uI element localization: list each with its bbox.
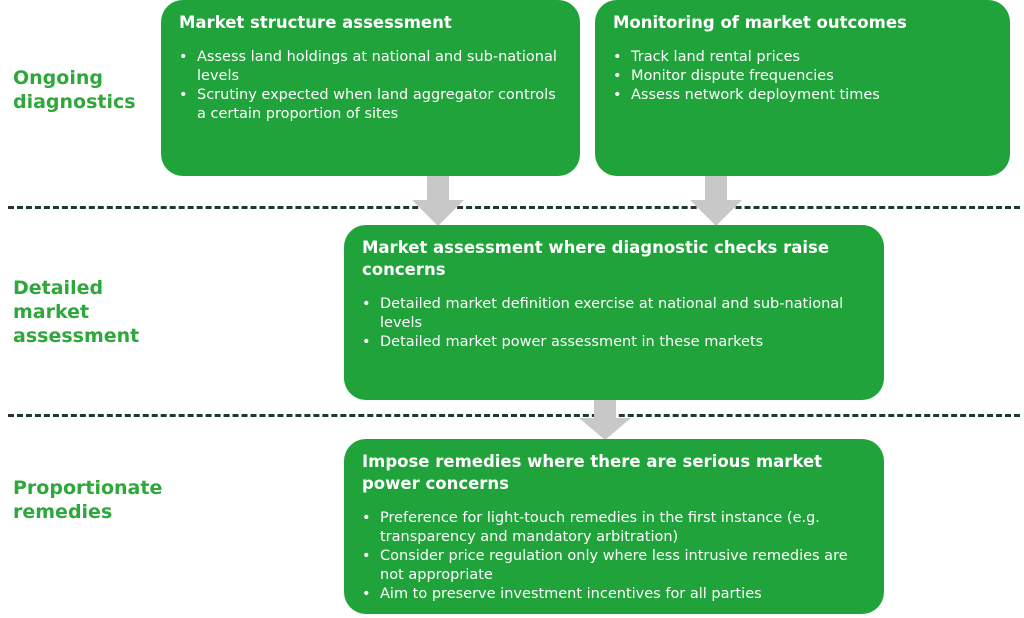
box-title: Monitoring of market outcomes bbox=[613, 13, 907, 32]
stage-divider-2 bbox=[8, 414, 1020, 417]
list-item: Preference for light-touch remedies in t… bbox=[362, 509, 868, 547]
list-item: Consider price regulation only where les… bbox=[362, 547, 868, 585]
market-structure-assessment-box: Market structure assessment Assess land … bbox=[161, 0, 580, 176]
detailed-market-assessment-box: Market assessment where diagnostic check… bbox=[344, 225, 884, 400]
list-item: Monitor dispute frequencies bbox=[613, 67, 994, 86]
bullet-list: Track land rental prices Monitor dispute… bbox=[613, 48, 994, 105]
box-title: Market structure assessment bbox=[179, 13, 452, 32]
stage-label-detailed-market-assessment: Detailed market assessment bbox=[13, 277, 140, 347]
list-item: Scrutiny expected when land aggregator c… bbox=[179, 86, 564, 124]
list-item: Track land rental prices bbox=[613, 48, 994, 67]
arrow-down-icon bbox=[690, 176, 742, 226]
list-item: Assess land holdings at national and sub… bbox=[179, 48, 564, 86]
list-item: Aim to preserve investment incentives fo… bbox=[362, 585, 868, 604]
list-item: Assess network deployment times bbox=[613, 86, 994, 105]
box-title: Impose remedies where there are serious … bbox=[362, 452, 823, 493]
arrow-down-icon bbox=[579, 400, 631, 440]
arrow-down-icon bbox=[412, 176, 464, 226]
stage-label-ongoing-diagnostics: Ongoing diagnostics bbox=[13, 67, 136, 113]
stage-label-proportionate-remedies: Proportionate remedies bbox=[13, 477, 163, 523]
box-title: Market assessment where diagnostic check… bbox=[362, 238, 830, 279]
list-item: Detailed market definition exercise at n… bbox=[362, 295, 868, 333]
bullet-list: Detailed market definition exercise at n… bbox=[362, 295, 868, 352]
impose-remedies-box: Impose remedies where there are serious … bbox=[344, 439, 884, 614]
bullet-list: Preference for light-touch remedies in t… bbox=[362, 509, 868, 604]
stage-divider-1 bbox=[8, 206, 1020, 209]
list-item: Detailed market power assessment in thes… bbox=[362, 333, 868, 352]
monitoring-market-outcomes-box: Monitoring of market outcomes Track land… bbox=[595, 0, 1010, 176]
bullet-list: Assess land holdings at national and sub… bbox=[179, 48, 564, 124]
